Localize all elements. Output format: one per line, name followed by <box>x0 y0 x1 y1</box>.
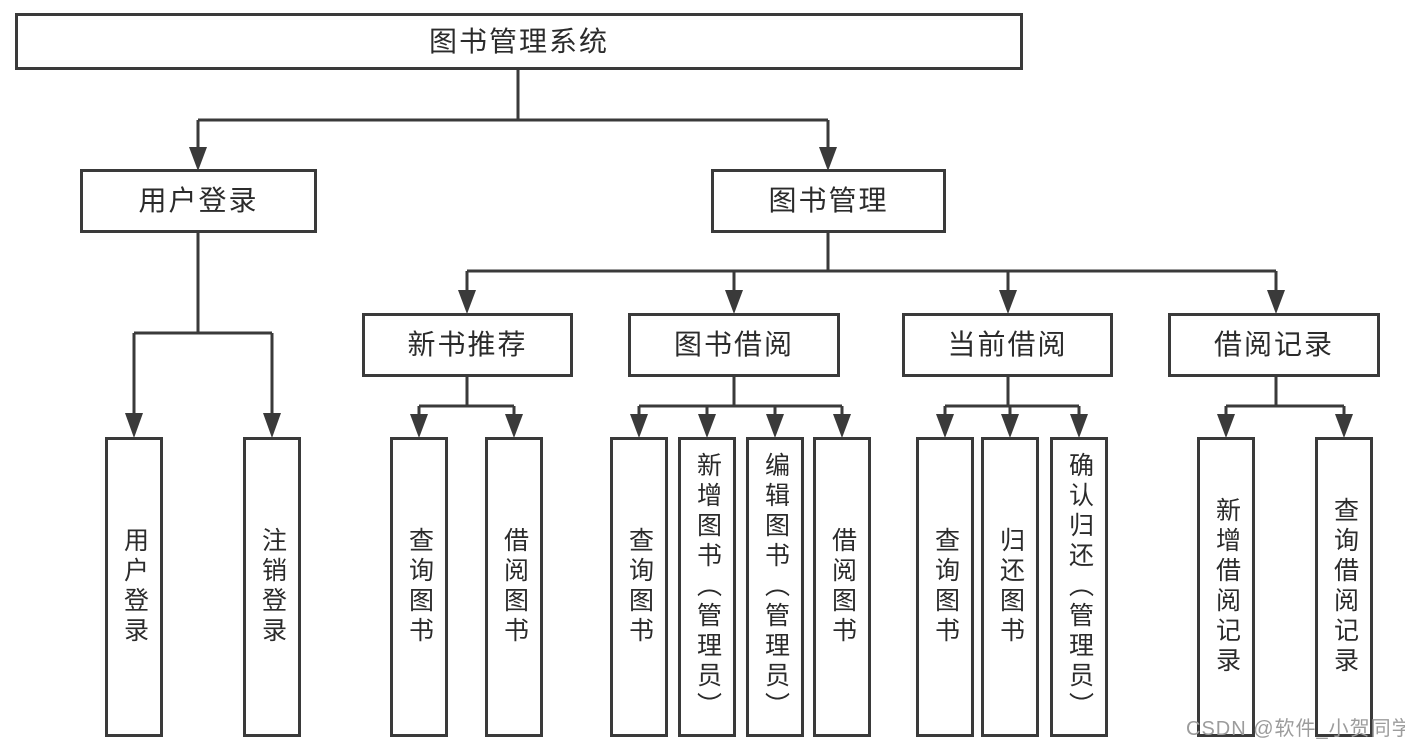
leaf-add-borrow-record: 新增借阅记录 <box>1197 437 1255 737</box>
node-new-book-recommendation: 新书推荐 <box>362 313 573 377</box>
node-user-login: 用户登录 <box>80 169 317 233</box>
node-root-library-system: 图书管理系统 <box>15 13 1023 70</box>
leaf-query-books-recommend: 查询图书 <box>390 437 448 737</box>
leaf-return-books: 归还图书 <box>981 437 1039 737</box>
leaf-confirm-return-admin: 确认归还（管理员） <box>1050 437 1108 737</box>
leaf-add-books-admin: 新增图书（管理员） <box>678 437 736 737</box>
node-current-borrowing: 当前借阅 <box>902 313 1113 377</box>
leaf-borrow-books-recommend: 借阅图书 <box>485 437 543 737</box>
leaf-query-borrow-record: 查询借阅记录 <box>1315 437 1373 737</box>
leaf-logout: 注销登录 <box>243 437 301 737</box>
node-book-management: 图书管理 <box>711 169 946 233</box>
csdn-watermark: CSDN @软件_小贺同学 <box>1186 718 1405 740</box>
leaf-user-login: 用户登录 <box>105 437 163 737</box>
leaf-borrow-books-borrowing: 借阅图书 <box>813 437 871 737</box>
leaf-query-books-current: 查询图书 <box>916 437 974 737</box>
leaf-edit-books-admin: 编辑图书（管理员） <box>746 437 804 737</box>
node-book-borrowing: 图书借阅 <box>628 313 840 377</box>
leaf-query-books-borrowing: 查询图书 <box>610 437 668 737</box>
node-borrowing-records: 借阅记录 <box>1168 313 1380 377</box>
